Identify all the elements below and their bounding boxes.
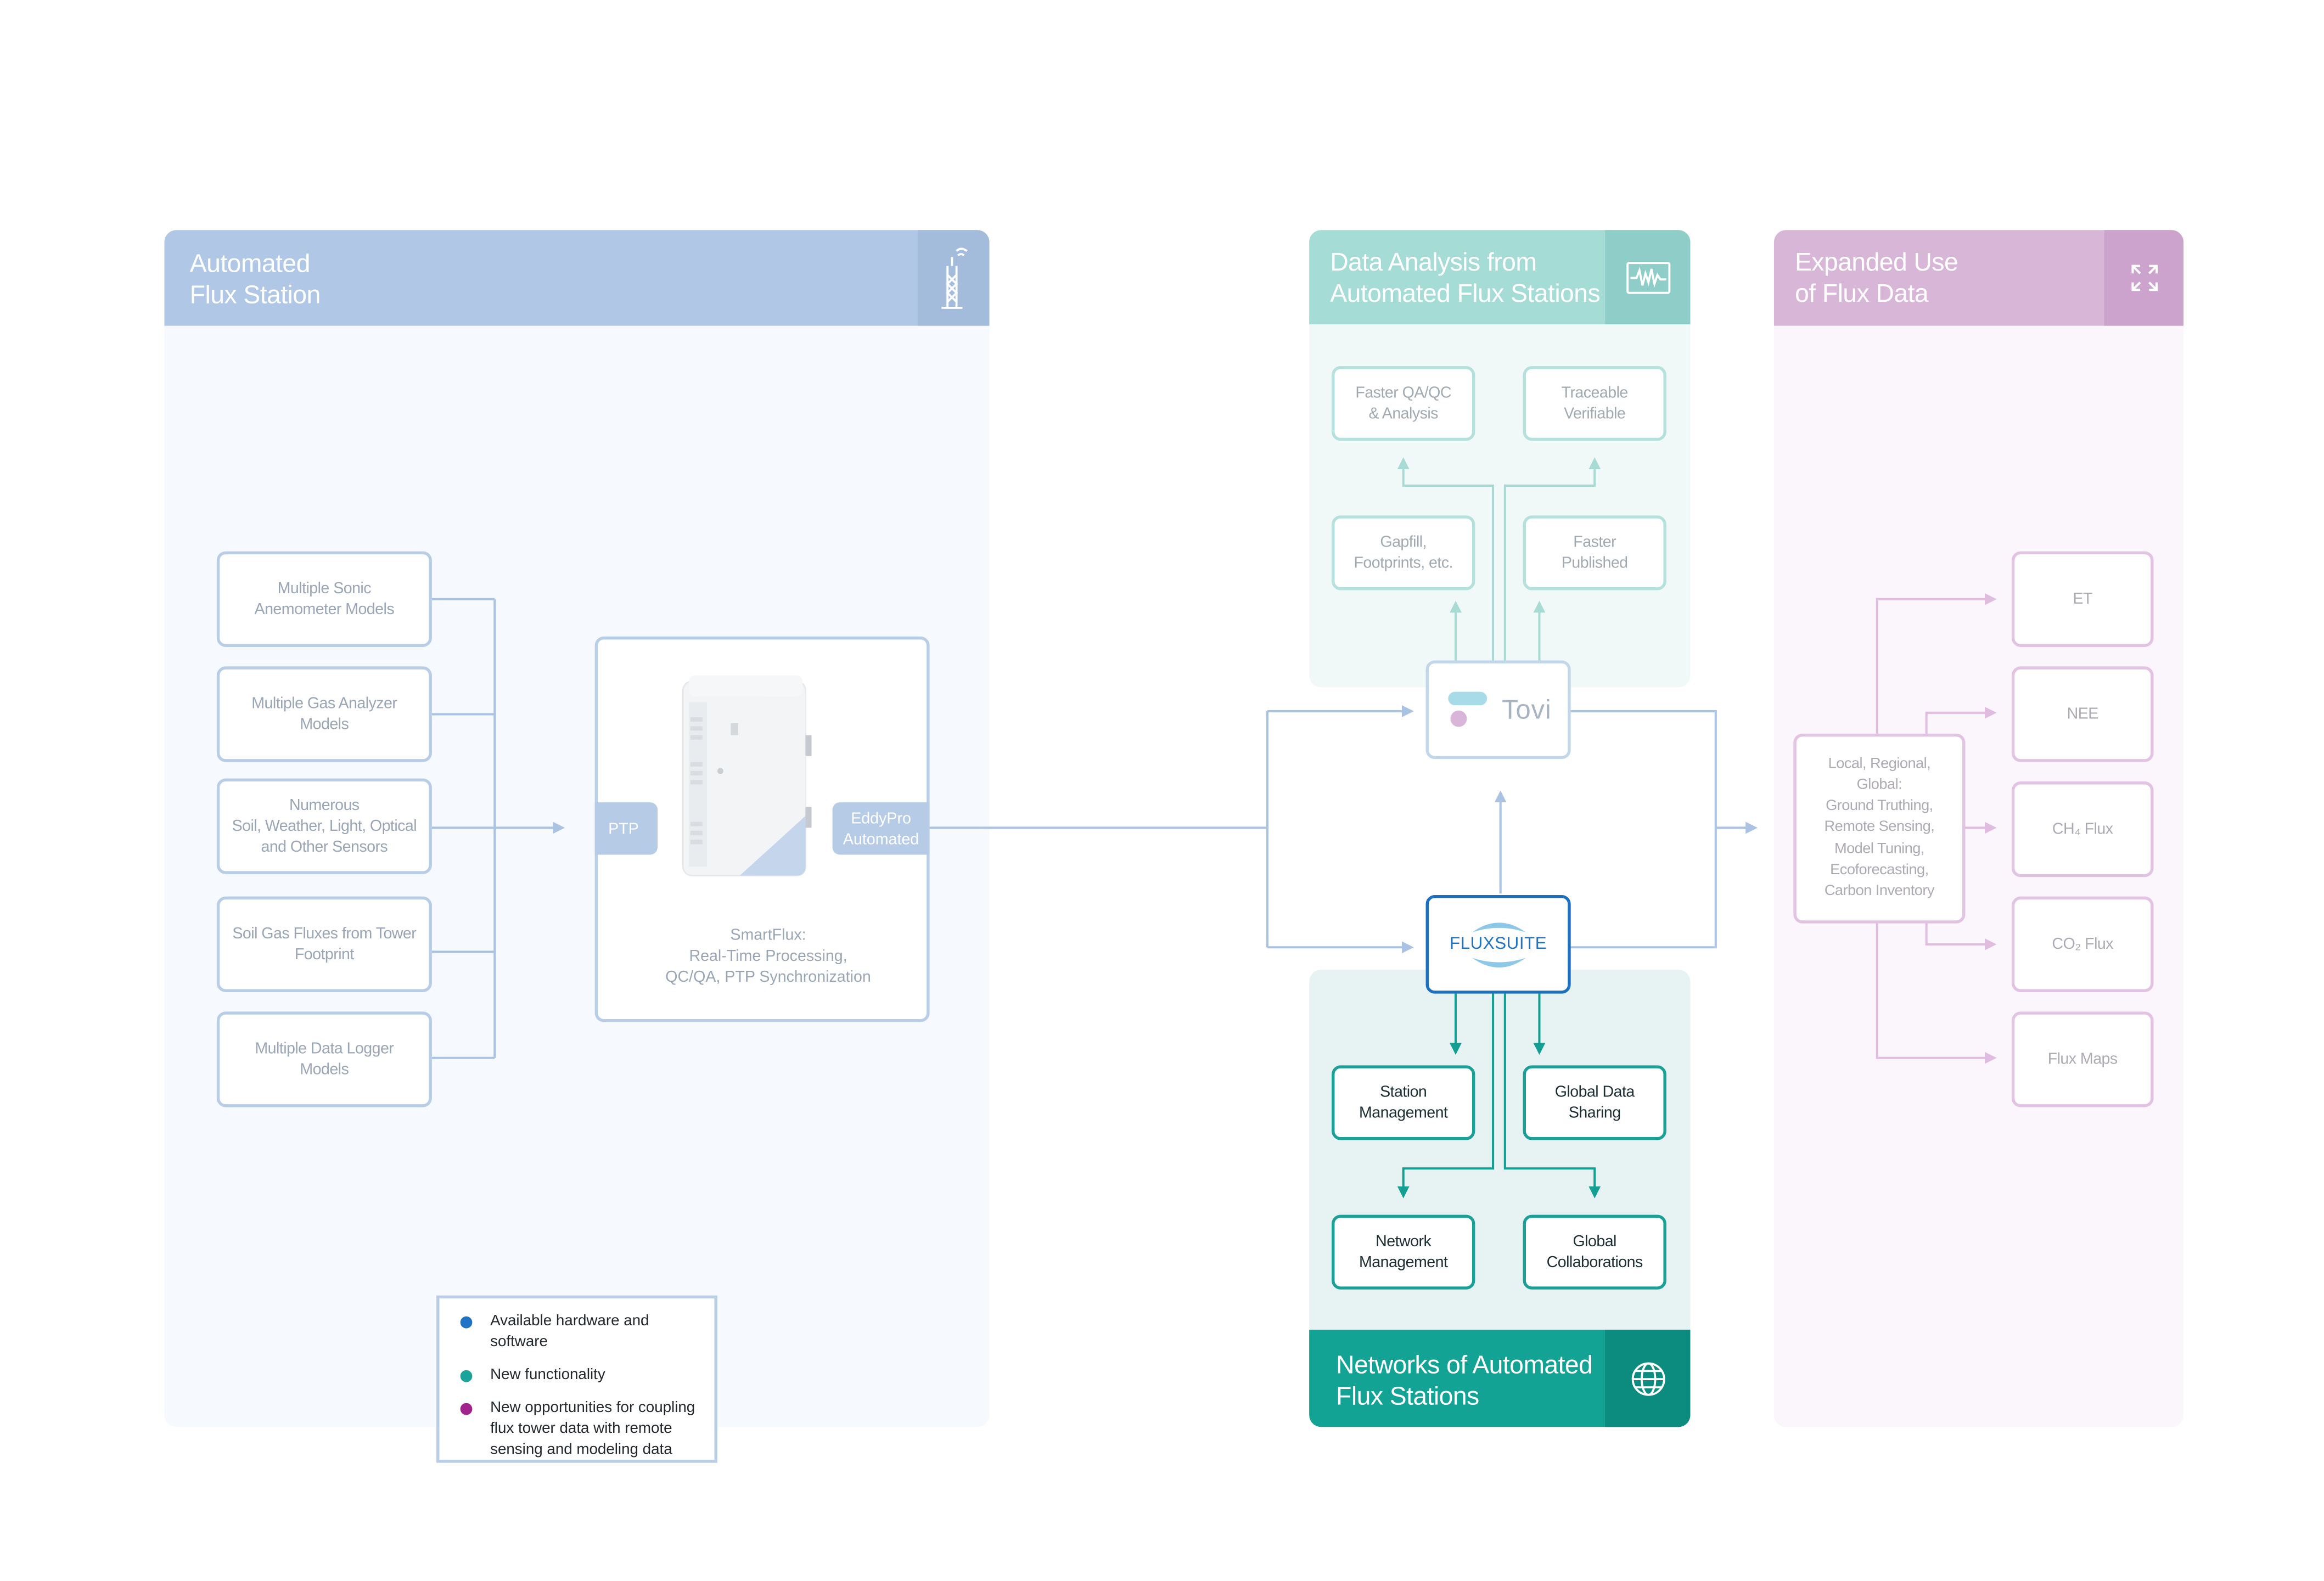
station-header: Automated Flux Station <box>164 230 990 326</box>
legend-dot-purple <box>460 1403 473 1415</box>
legend-item: New functionality <box>457 1366 705 1387</box>
tovi-box: Tovi <box>1425 660 1571 759</box>
legend-item: Available hardware and software <box>457 1312 705 1354</box>
legend: Available hardware and software New func… <box>436 1295 717 1463</box>
analysis-title: Data Analysis from Automated Flux Statio… <box>1330 247 1601 308</box>
smartflux-device-image <box>680 672 812 881</box>
legend-label: Available hardware and software <box>490 1313 649 1351</box>
globe-icon <box>1605 1330 1691 1427</box>
ptp-tag: PTP <box>594 802 658 855</box>
fluxsuite-wave-top-icon <box>1471 921 1525 932</box>
tower-icon <box>917 230 990 326</box>
output-ch4-flux: CH₄ Flux <box>2011 781 2154 877</box>
input-soil-gas-fluxes: Soil Gas Fluxes from Tower Footprint <box>216 896 432 992</box>
expand-icon <box>2104 230 2184 326</box>
eddypro-tag: EddyPro Automated <box>832 802 930 855</box>
output-co2-flux: CO₂ Flux <box>2011 896 2154 992</box>
output-flux-maps: Flux Maps <box>2011 1011 2154 1107</box>
input-sensors: Numerous Soil, Weather, Light, Optical a… <box>216 778 432 874</box>
tovi-label: Tovi <box>1502 695 1552 725</box>
fluxsuite-box: FLUXSUITE <box>1425 894 1571 994</box>
faster-qaqc-box: Faster QA/QC & Analysis <box>1332 366 1475 441</box>
station-title: Automated Flux Station <box>189 249 321 310</box>
applications-box: Local, Regional, Global: Ground Truthing… <box>1793 733 1966 924</box>
output-et: ET <box>2011 551 2154 647</box>
analysis-header: Data Analysis from Automated Flux Statio… <box>1309 230 1691 324</box>
input-data-logger: Multiple Data Logger Models <box>216 1011 432 1107</box>
expanded-header: Expanded Use of Flux Data <box>1773 230 2184 326</box>
networks-header: Networks of Automated Flux Stations <box>1309 1330 1691 1427</box>
faster-published-box: Faster Published <box>1523 515 1666 590</box>
fluxsuite-label: FLUXSUITE <box>1450 935 1547 953</box>
legend-label: New functionality <box>490 1367 605 1384</box>
traceable-verifiable-box: Traceable Verifiable <box>1523 366 1666 441</box>
global-data-sharing-box: Global Data Sharing <box>1523 1065 1666 1140</box>
gapfill-footprints-box: Gapfill, Footprints, etc. <box>1332 515 1475 590</box>
networks-title: Networks of Automated Flux Stations <box>1336 1351 1593 1411</box>
global-collaborations-box: Global Collaborations <box>1523 1214 1666 1290</box>
network-management-box: Network Management <box>1332 1214 1475 1290</box>
input-sonic-anemometer: Multiple Sonic Anemometer Models <box>216 551 432 647</box>
smartflux-caption: SmartFlux: Real-Time Processing, QC/QA, … <box>665 926 871 987</box>
waveform-icon <box>1605 230 1691 324</box>
expanded-title: Expanded Use of Flux Data <box>1795 247 1958 308</box>
input-gas-analyzer: Multiple Gas Analyzer Models <box>216 666 432 762</box>
legend-dot-teal <box>460 1370 473 1382</box>
legend-item: New opportunities for coupling flux towe… <box>457 1399 705 1461</box>
station-management-box: Station Management <box>1332 1065 1475 1140</box>
tovi-logo-icon <box>1448 691 1487 727</box>
legend-label: New opportunities for coupling flux towe… <box>490 1400 695 1459</box>
fluxsuite-wave-bottom-icon <box>1471 957 1525 967</box>
output-nee: NEE <box>2011 666 2154 762</box>
legend-dot-blue <box>460 1316 473 1329</box>
